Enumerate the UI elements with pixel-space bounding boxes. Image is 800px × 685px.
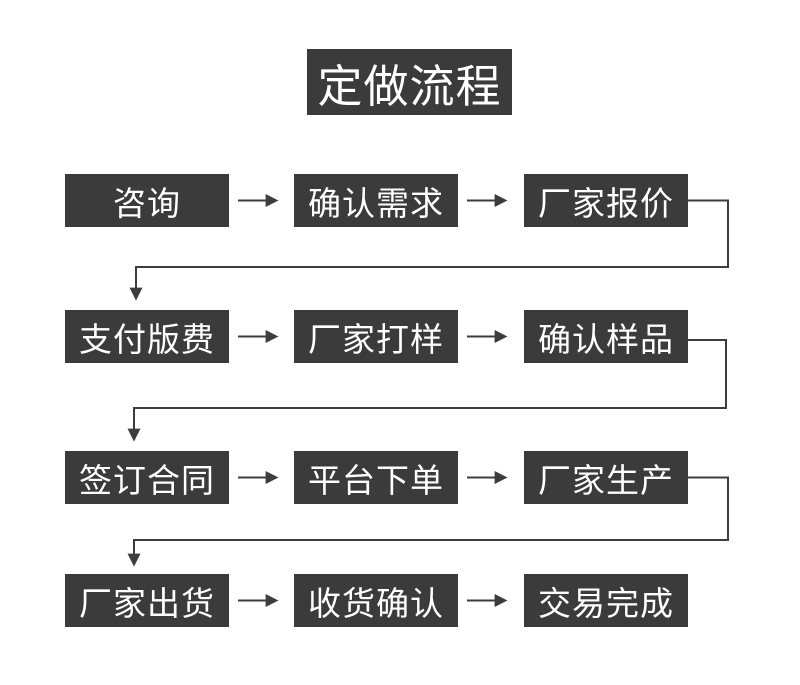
step-confirm-receipt: 收货确认 [294,574,458,627]
flowchart-title: 定做流程 [307,49,512,115]
step-confirm-requirements: 确认需求 [294,174,458,227]
step-factory-production: 厂家生产 [524,451,688,504]
step-platform-order: 平台下单 [294,451,458,504]
step-pay-plate-fee: 支付版费 [65,310,229,363]
step-transaction-complete: 交易完成 [524,574,688,627]
step-factory-sampling: 厂家打样 [294,310,458,363]
step-factory-quote: 厂家报价 [524,174,688,227]
step-factory-shipment: 厂家出货 [65,574,229,627]
step-consult: 咨询 [65,174,229,227]
step-sign-contract: 签订合同 [65,451,229,504]
step-confirm-sample: 确认样品 [524,310,688,363]
